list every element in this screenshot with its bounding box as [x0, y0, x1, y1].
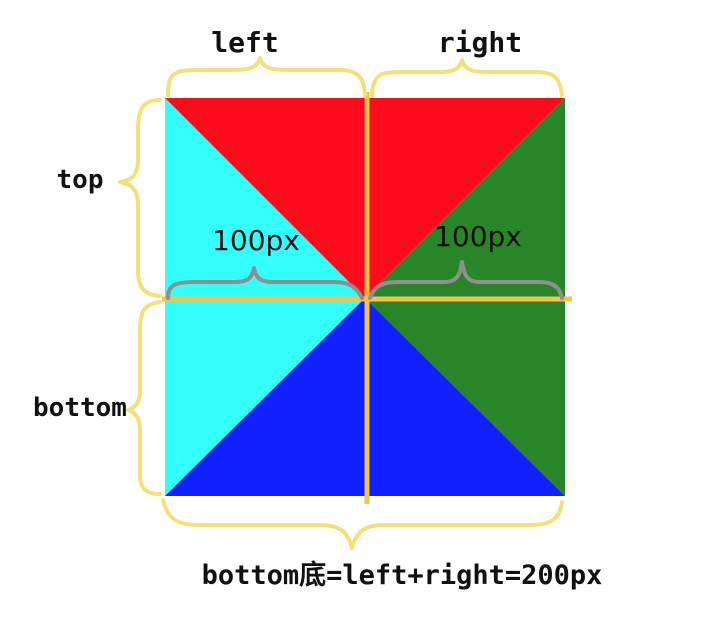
left-brace — [166, 56, 367, 97]
top-label: top — [57, 165, 104, 195]
top-brace — [118, 98, 162, 298]
bottom-label: bottom — [33, 393, 127, 423]
left-measure-label: 100px — [212, 224, 300, 257]
right-measure-label: 100px — [434, 220, 522, 253]
right-half-measure-brace — [368, 260, 564, 300]
left-half-measure-brace — [166, 266, 364, 300]
right-label: right — [438, 26, 522, 59]
right-brace — [370, 58, 564, 97]
bottom-side-brace — [126, 300, 162, 496]
bottom-base-brace — [161, 498, 564, 550]
formula-label: bottom底=left+right=200px — [202, 559, 603, 591]
left-label: left — [211, 26, 278, 59]
